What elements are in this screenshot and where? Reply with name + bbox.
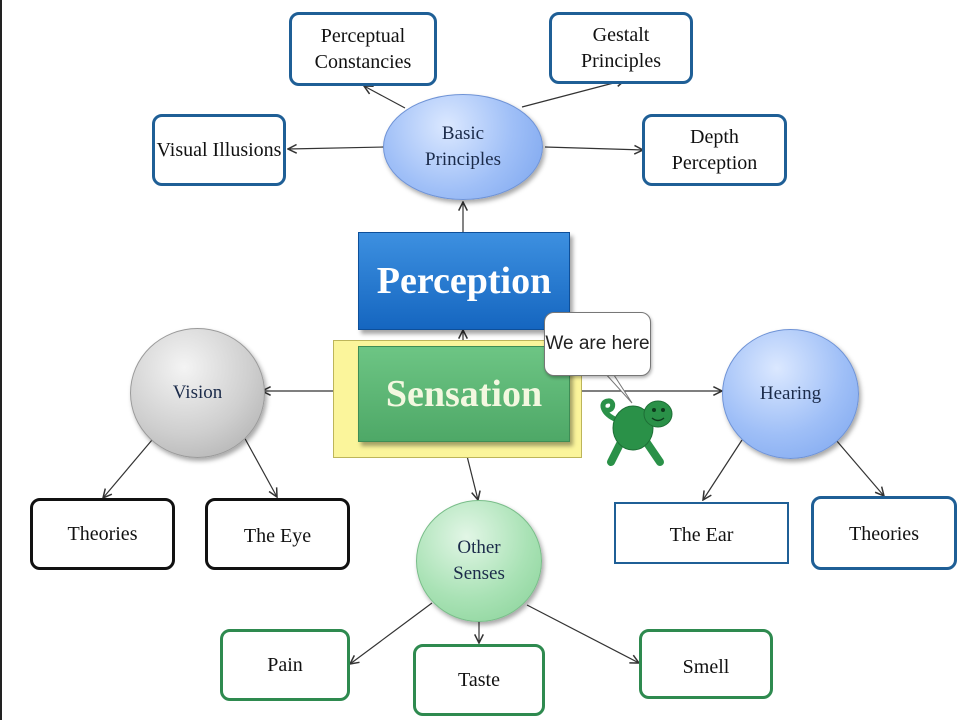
connector-basic-to-illusions	[288, 147, 385, 149]
connector-basic-to-constancies	[364, 86, 406, 109]
node-perceptual-constancies: Perceptual Constancies	[289, 12, 437, 86]
connector-basic-to-gestalt	[521, 80, 625, 108]
node-taste: Taste	[413, 644, 545, 716]
node-gestalt-principles: Gestalt Principles	[549, 12, 693, 84]
hub-other-senses: Other Senses	[416, 500, 542, 622]
central-perception: Perception	[358, 232, 570, 330]
callout-we-are-here: We are here	[544, 312, 651, 376]
connector-vision-to-theories	[103, 439, 153, 498]
central-sensation: Sensation	[358, 346, 570, 442]
node-visual-illusions: Visual Illusions	[152, 114, 286, 186]
connector-other-to-smell	[526, 604, 639, 663]
node-vision-theories: Theories	[30, 498, 175, 570]
node-the-ear: The Ear	[614, 502, 789, 564]
left-border	[0, 0, 2, 720]
node-hearing-theories: Theories	[811, 496, 957, 570]
node-the-eye: The Eye	[205, 498, 350, 570]
connector-hearing-to-theories	[835, 439, 884, 496]
hub-vision: Vision	[130, 328, 265, 458]
node-pain: Pain	[220, 629, 350, 701]
node-depth-perception: Depth Perception	[642, 114, 787, 186]
green-turtle-mascot-icon	[600, 398, 673, 466]
connector-other-to-pain	[350, 602, 433, 664]
connector-hearing-to-ear	[703, 439, 743, 500]
hub-basic-principles: Basic Principles	[383, 94, 543, 200]
node-smell: Smell	[639, 629, 773, 699]
hub-hearing: Hearing	[722, 329, 859, 459]
connector-vision-to-eye	[242, 434, 277, 497]
connector-basic-to-depth	[544, 147, 643, 150]
